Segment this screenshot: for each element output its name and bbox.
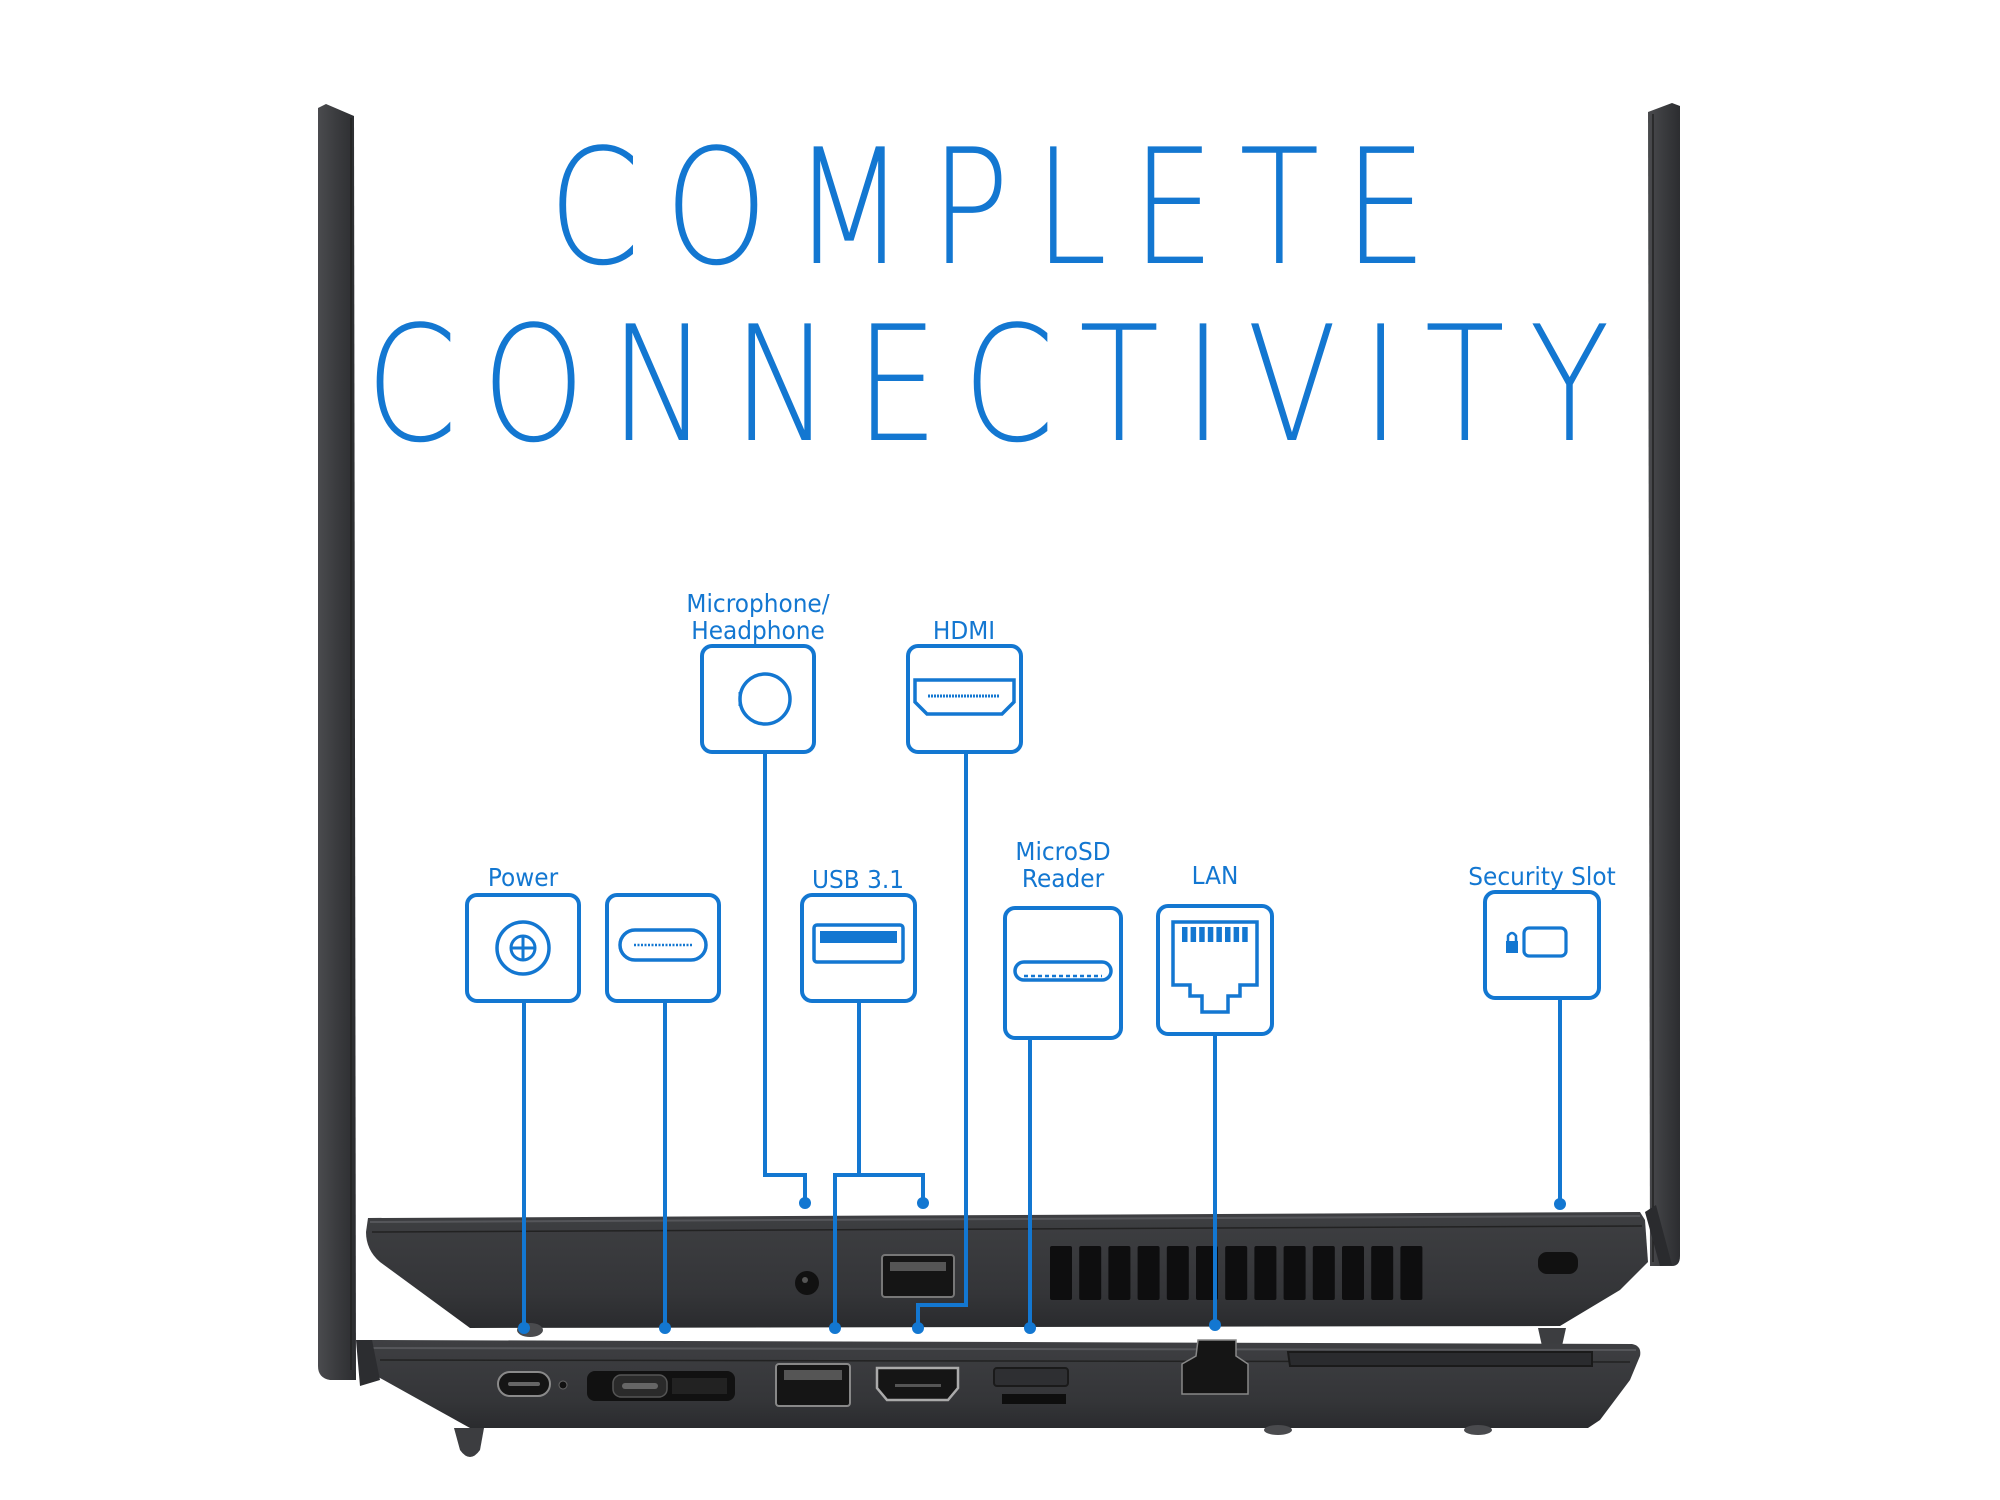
usb31-callout-box	[800, 893, 917, 1003]
vent-slot	[1137, 1246, 1160, 1300]
vent-slot	[1079, 1246, 1102, 1300]
vent-slot	[1342, 1246, 1364, 1300]
hdmi-callout-box	[906, 644, 1023, 754]
security-slot-label: Security Slot	[1468, 862, 1616, 891]
sim-tray	[993, 1367, 1069, 1387]
vent-slot	[1371, 1246, 1394, 1300]
ethernet-pin	[1207, 927, 1214, 942]
right-lid	[1645, 103, 1680, 1266]
vent-slot	[1400, 1246, 1423, 1300]
rubber-foot	[1464, 1425, 1492, 1435]
ethernet-pin	[1190, 927, 1197, 942]
lock-slot-icon	[1522, 926, 1568, 958]
smartcard-slot	[1286, 1351, 1593, 1367]
mic-label-line-1: Microphone/	[686, 589, 830, 618]
microsd-callout-box	[1003, 906, 1123, 1040]
rubber-foot	[454, 1428, 484, 1457]
lower-chassis	[356, 1339, 1641, 1457]
vent-slot	[1283, 1246, 1306, 1300]
usb-c-port-icon	[618, 928, 708, 962]
lan-label: LAN	[1191, 861, 1239, 890]
vent-slot	[1196, 1246, 1218, 1300]
vent-grille	[1050, 1246, 1423, 1300]
ethernet-icon	[1171, 920, 1259, 1014]
ethernet-pin	[1225, 927, 1231, 942]
hdmi-icon	[913, 678, 1016, 716]
audio-jack-port	[795, 1271, 819, 1295]
security-callout-box	[1483, 890, 1601, 1000]
usb-c-callout-box	[605, 893, 721, 1003]
microsd-slot	[1002, 1394, 1066, 1404]
headline-line-1: COMPLETE	[548, 114, 1452, 301]
mic-label: Microphone/ Headphone	[658, 590, 859, 644]
usb-a-icon	[812, 923, 905, 964]
microsd-label: MicroSD Reader	[995, 838, 1131, 892]
ethernet-pin	[1242, 927, 1248, 942]
power-label: Power	[487, 863, 559, 892]
microsd-label-line-2: Reader	[1021, 864, 1105, 893]
callout-layer	[465, 644, 1601, 1334]
vent-slot	[1312, 1246, 1335, 1300]
ethernet-pin	[1233, 927, 1240, 942]
usb31-label: USB 3.1	[811, 865, 905, 894]
mic-label-line-2: Headphone	[691, 616, 825, 645]
ethernet-pin	[1182, 927, 1188, 942]
rubber-foot	[1264, 1425, 1292, 1435]
vent-slot	[1166, 1246, 1189, 1300]
vent-slot	[1050, 1246, 1072, 1300]
vent-slot	[1225, 1246, 1248, 1300]
vent-slot	[1108, 1246, 1131, 1300]
upper-chassis	[366, 1212, 1648, 1352]
headline-line-2: CONNECTIVITY	[365, 291, 1635, 478]
ethernet-port	[1181, 1339, 1249, 1395]
microsd-label-line-1: MicroSD	[1015, 837, 1111, 866]
usb-a-port	[881, 1254, 955, 1298]
microsd-icon	[1013, 960, 1113, 982]
left-lid	[318, 104, 356, 1380]
mic-callout-box	[700, 644, 816, 754]
kensington-slot	[1538, 1252, 1578, 1274]
power-port-icon	[495, 920, 551, 976]
hdmi-label: HDMI	[932, 616, 996, 645]
lock-icon	[1506, 941, 1518, 953]
ethernet-pin	[1199, 927, 1205, 942]
ethernet-pin	[1216, 927, 1222, 942]
ethernet-pins	[1182, 927, 1248, 942]
audio-jack-icon	[738, 672, 792, 726]
vent-slot	[1254, 1246, 1277, 1300]
lan-callout-box	[1156, 904, 1274, 1036]
